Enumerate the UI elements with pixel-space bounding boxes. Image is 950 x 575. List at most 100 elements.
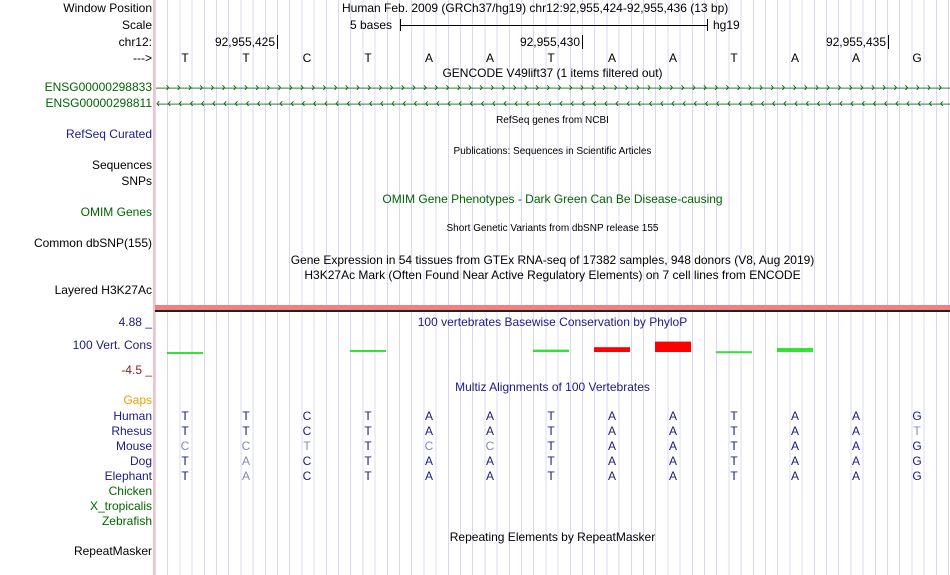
aligned-base: G — [912, 454, 922, 468]
base-1: T — [242, 51, 250, 65]
base-11: A — [851, 51, 860, 65]
label-sequences[interactable]: Sequences — [91, 158, 152, 172]
gene-track-1[interactable]: —›—›—›—›—›—›—›—›—›—›—›—›—›—›—›—›—›—›—›—›… — [156, 80, 950, 94]
aligned-base: A — [424, 409, 433, 423]
omim-title: OMIM Gene Phenotypes - Dark Green Can Be… — [382, 192, 723, 206]
gencode-title: GENCODE V49lift37 (1 items filtered out) — [442, 66, 663, 80]
species-label[interactable]: Elephant — [104, 469, 152, 483]
label-dbsnp[interactable]: Common dbSNP(155) — [33, 236, 152, 250]
aligned-base: T — [364, 439, 372, 453]
label-cons[interactable]: 100 Vert. Cons — [72, 338, 152, 352]
aligned-base: T — [547, 454, 555, 468]
label-refseq[interactable]: RefSeq Curated — [65, 127, 152, 141]
label-gaps: Gaps — [123, 393, 152, 407]
cons-min: -4.5 _ — [121, 363, 152, 377]
aligned-base: A — [241, 469, 250, 483]
species-label[interactable]: Chicken — [108, 484, 152, 498]
phylop-plot[interactable] — [155, 330, 950, 370]
phylop-title: 100 vertebrates Basewise Conservation by… — [417, 315, 688, 329]
phylop-bar-7 — [594, 347, 630, 352]
aligned-base: A — [607, 439, 616, 453]
aligned-base: A — [607, 424, 616, 438]
aligned-base: C — [180, 439, 190, 453]
phylop-bar-3 — [350, 350, 386, 352]
gene-track-2[interactable]: ‹—‹—‹—‹—‹—‹—‹—‹—‹—‹—‹—‹—‹—‹—‹—‹—‹—‹—‹—‹—… — [156, 96, 950, 110]
aligned-base: T — [242, 424, 250, 438]
dbsnp-title: Short Genetic Variants from dbSNP releas… — [446, 223, 659, 234]
tick-1: 92,955,425 — [215, 35, 278, 49]
aligned-base: C — [241, 439, 251, 453]
species-label[interactable]: Human — [113, 409, 152, 423]
cons-max: 4.88 _ — [118, 315, 152, 329]
gene-label-2[interactable]: ENSG00000298811 — [45, 96, 152, 110]
base-6: T — [547, 51, 555, 65]
aligned-base: C — [302, 409, 312, 423]
aligned-base: A — [851, 409, 860, 423]
species-label[interactable]: Dog — [129, 454, 152, 468]
base-5: A — [485, 51, 494, 65]
phylop-bar-6 — [533, 349, 569, 352]
aligned-base: A — [851, 424, 860, 438]
highlight-bar — [155, 305, 950, 310]
label-strand[interactable]: ---> — [133, 51, 152, 65]
gene-label-1[interactable]: ENSG00000298833 — [44, 80, 152, 94]
aligned-base: A — [607, 469, 616, 483]
aligned-base: A — [790, 424, 799, 438]
aligned-base: A — [485, 409, 494, 423]
tick-2: 92,955,430 — [520, 35, 583, 49]
aligned-base: A — [790, 454, 799, 468]
aligned-base: T — [303, 439, 311, 453]
aligned-base: G — [912, 439, 922, 453]
aligned-base: T — [181, 469, 189, 483]
aligned-base: T — [730, 469, 738, 483]
base-12: G — [912, 51, 922, 65]
species-label[interactable]: Rhesus — [111, 424, 152, 438]
aligned-base: C — [485, 439, 495, 453]
aligned-base: C — [424, 439, 434, 453]
aligned-base: A — [790, 409, 799, 423]
aligned-base: G — [912, 469, 922, 483]
base-2: C — [302, 51, 312, 65]
aligned-base: T — [364, 424, 372, 438]
species-label[interactable]: Zebrafish — [101, 514, 152, 528]
base-0: T — [181, 51, 189, 65]
aligned-base: T — [181, 424, 189, 438]
base-grid — [155, 0, 950, 575]
base-4: A — [424, 51, 433, 65]
aligned-base: A — [424, 424, 433, 438]
label-h3k27ac[interactable]: Layered H3K27Ac — [54, 283, 152, 297]
phylop-bar-0 — [167, 352, 203, 354]
aligned-base: T — [364, 469, 372, 483]
aligned-base: A — [241, 454, 250, 468]
aligned-base: A — [424, 454, 433, 468]
aligned-base: A — [607, 454, 616, 468]
aligned-base: T — [730, 439, 738, 453]
aligned-base: T — [913, 424, 921, 438]
species-label[interactable]: X_tropicalis — [89, 499, 152, 513]
scale-bar — [400, 19, 708, 31]
label-snps[interactable]: SNPs — [121, 174, 152, 188]
divider — [155, 310, 950, 312]
aligned-base: C — [302, 454, 312, 468]
aligned-base: T — [364, 454, 372, 468]
aligned-base: A — [424, 469, 433, 483]
aligned-base: T — [242, 409, 250, 423]
aligned-base: A — [668, 424, 677, 438]
aligned-base: A — [668, 469, 677, 483]
aligned-base: G — [912, 409, 922, 423]
aligned-base: A — [668, 439, 677, 453]
label-repeatmasker[interactable]: RepeatMasker — [73, 544, 152, 558]
aligned-base: A — [485, 454, 494, 468]
label-separator — [153, 0, 155, 575]
label-omim[interactable]: OMIM Genes — [80, 205, 152, 219]
aligned-base: T — [730, 409, 738, 423]
aligned-base: T — [181, 409, 189, 423]
aligned-base: T — [730, 454, 738, 468]
aligned-base: T — [547, 409, 555, 423]
repeatmasker-title: Repeating Elements by RepeatMasker — [449, 530, 656, 544]
aligned-base: A — [668, 454, 677, 468]
species-label[interactable]: Mouse — [115, 439, 152, 453]
aligned-base: T — [547, 439, 555, 453]
refseq-title: RefSeq genes from NCBI — [496, 115, 609, 126]
assembly-label: hg19 — [713, 18, 740, 32]
